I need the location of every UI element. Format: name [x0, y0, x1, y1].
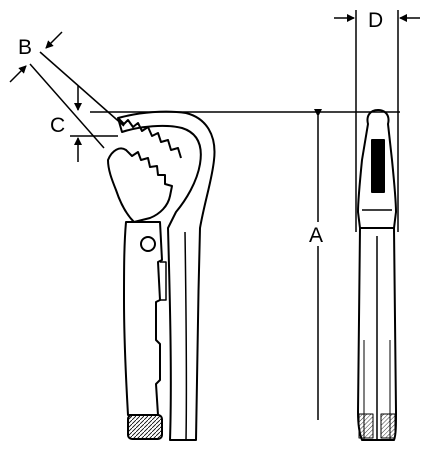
knurled-nut: [127, 414, 163, 440]
upper-jaw-teeth: [117, 117, 182, 159]
dimension-b-ext-lower: [29, 63, 105, 149]
movable-jaw-shank: [123, 221, 163, 416]
label-b: B: [18, 36, 32, 59]
front-view-grip-right: [380, 413, 396, 439]
jaw-notch: [160, 261, 167, 301]
label-d: D: [368, 9, 383, 32]
lower-jaw: [107, 147, 173, 223]
label-a: A: [309, 224, 323, 247]
dimension-lines: [9, 10, 420, 420]
dimension-b-arrow-upper: [45, 31, 63, 49]
dimension-b-ext-upper: [39, 51, 125, 127]
front-view-slot: [371, 139, 385, 193]
label-c: C: [50, 114, 65, 137]
pivot-pin: [140, 236, 156, 252]
front-view-grip-left: [358, 413, 374, 439]
handle-inner-line: [184, 231, 188, 441]
wrench-front-view: [357, 109, 397, 441]
wrench-handle: [117, 110, 216, 441]
dimension-b-arrow-lower: [9, 65, 27, 83]
wrench-side-view: [107, 110, 216, 441]
